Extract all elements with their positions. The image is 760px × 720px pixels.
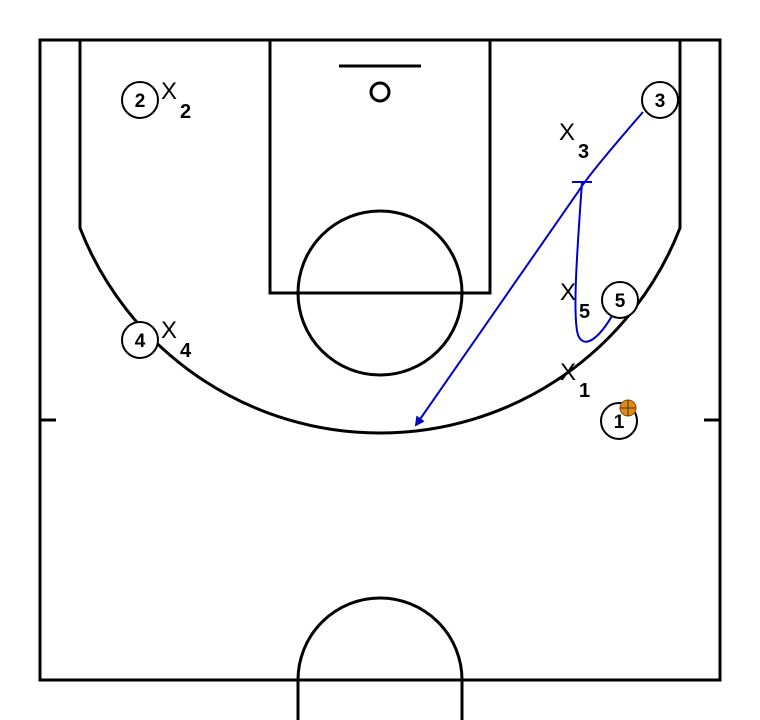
offense-label-2: 2 (135, 91, 146, 112)
defender-sub-x1: 1 (579, 380, 590, 402)
paint-lane (268, 38, 492, 295)
defender-mark-x5: X (560, 279, 576, 306)
defender-mark-x2: X (161, 78, 177, 105)
defender-sub-x3: 3 (578, 141, 589, 163)
offense-player-3: 3 (641, 81, 679, 119)
defender-x3: X 3 (559, 119, 589, 163)
defender-mark-x4: X (161, 317, 177, 344)
defender-sub-x2: 2 (180, 101, 191, 123)
defender-x2: X 2 (161, 78, 191, 123)
offense-player-1: 1 (600, 399, 638, 440)
three-point-line (78, 40, 682, 435)
offense-player-5: 5 (601, 281, 639, 319)
defender-x5: X 5 (560, 279, 590, 323)
defender-mark-x3: X (559, 119, 575, 146)
offense-label-5: 5 (615, 291, 626, 312)
court-boundary (38, 38, 722, 682)
defender-sub-x4: 4 (180, 340, 192, 362)
free-throw-circle (296, 209, 464, 377)
screen-path-player-5 (574, 181, 619, 343)
offense-label-3: 3 (655, 91, 666, 112)
defender-x1: X 1 (560, 359, 590, 402)
offense-player-2: 2 (121, 81, 159, 119)
defender-sub-x5: 5 (579, 301, 590, 323)
offense-player-4: 4 (121, 321, 159, 359)
court-lines (38, 38, 722, 720)
actions (414, 111, 644, 427)
basketball-icon (619, 399, 637, 417)
defender-mark-x1: X (560, 359, 576, 386)
basket-rim (369, 81, 391, 103)
cut-path-player-3 (414, 111, 644, 427)
offense-label-4: 4 (135, 331, 146, 352)
defender-x4: X 4 (161, 317, 192, 362)
offense-label-1: 1 (614, 412, 625, 433)
center-circle (296, 596, 464, 720)
